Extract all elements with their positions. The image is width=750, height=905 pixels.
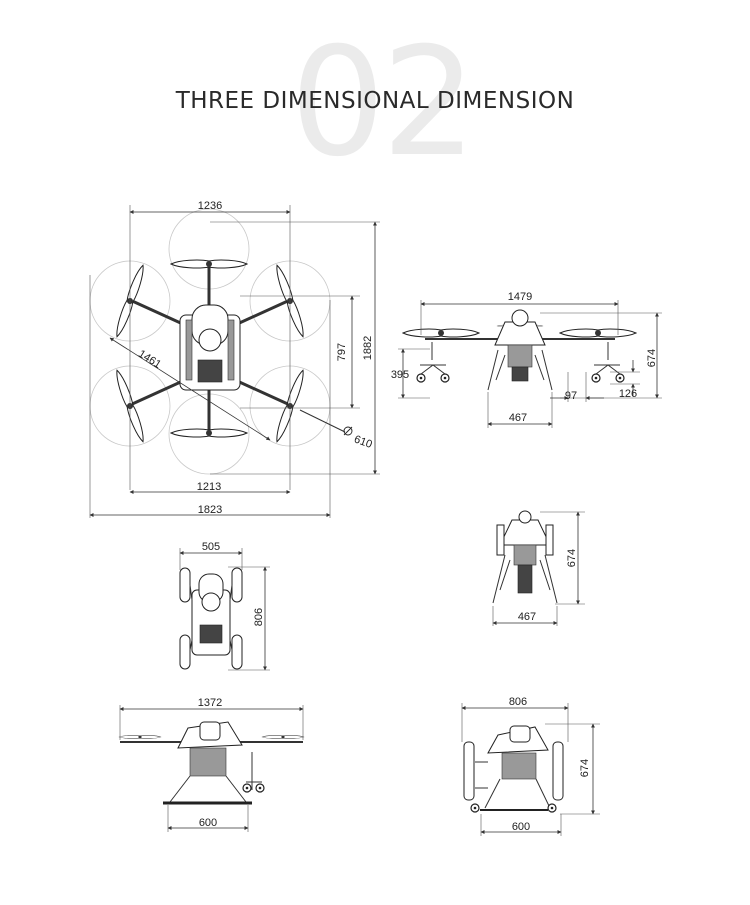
dim-total-height: 1882 [362,336,374,360]
dim-front-height: 674 [646,349,658,367]
dim-total-width: 1823 [198,504,222,516]
dim-side-skid-width: 600 [199,817,217,829]
folded-top-dimensions [179,548,270,671]
dim-rotor-span: 1236 [198,200,222,212]
dim-wheel-b: 126 [619,388,637,400]
side-view-drawing [118,721,305,805]
section-number-watermark: 02 [290,16,477,190]
front-view-dimensions [398,300,662,428]
dim-inner-width: 1213 [197,481,221,493]
folded-side-view-drawing [463,725,564,813]
dim-folded-height: 806 [253,608,265,626]
side-view-dimensions [119,705,304,832]
front-view-drawing [402,309,637,391]
dim-front-leg-width: 467 [509,412,527,424]
dim-folded-front-height: 674 [566,549,578,567]
dim-folded-width: 505 [202,541,220,553]
dim-folded-side-width: 806 [509,696,527,708]
folded-side-dimensions [461,703,600,836]
dim-front-span: 1479 [508,291,532,303]
top-view-drawing [89,208,331,475]
dim-wheel-a: 97 [565,390,577,402]
dim-folded-front-leg-width: 467 [518,611,536,623]
dim-rotor-diameter: 610 [352,433,373,451]
dim-folded-side-height: 674 [579,759,591,777]
top-view-dimensions [89,205,380,518]
folded-front-view-drawing [492,510,558,604]
dim-ground-clearance: 395 [391,369,409,381]
dim-folded-side-skid-width: 600 [512,821,530,833]
page-title: THREE DIMENSIONAL DIMENSION [175,88,575,114]
dim-side-span: 1372 [198,697,222,709]
folded-top-view-drawing [179,567,243,670]
dim-body-height: 797 [336,343,348,361]
folded-front-dimensions [492,511,585,626]
